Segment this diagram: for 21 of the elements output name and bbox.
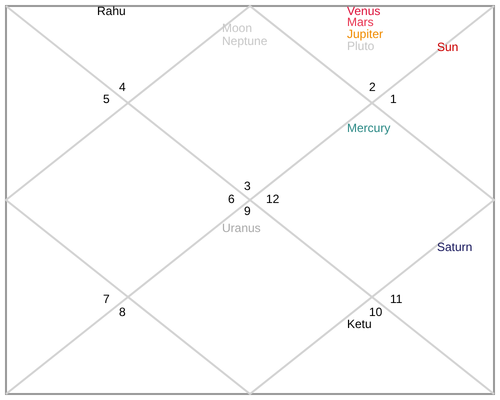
planet-label: Saturn <box>437 241 472 254</box>
planet-label: Ketu <box>347 318 372 331</box>
planet-label: Mercury <box>347 122 390 135</box>
planet-label: Venus <box>347 5 380 18</box>
house-number: 11 <box>390 293 402 306</box>
house-number: 1 <box>390 93 397 106</box>
planet-label: Sun <box>437 41 458 54</box>
house-number: 10 <box>369 306 382 319</box>
house-number: 7 <box>103 293 110 306</box>
house-number: 6 <box>228 193 235 206</box>
house-number: 12 <box>266 193 280 206</box>
planet-label: Rahu <box>97 5 126 18</box>
house-number: 8 <box>119 306 126 319</box>
house-number: 2 <box>369 81 376 94</box>
house-number: 9 <box>244 205 251 218</box>
house-number: 4 <box>119 81 126 94</box>
planet-label: Uranus <box>222 222 261 235</box>
planet-label: Mars <box>347 16 374 29</box>
house-number: 3 <box>244 180 251 193</box>
house-number: 5 <box>103 93 110 106</box>
planet-label: Jupiter <box>347 28 384 41</box>
